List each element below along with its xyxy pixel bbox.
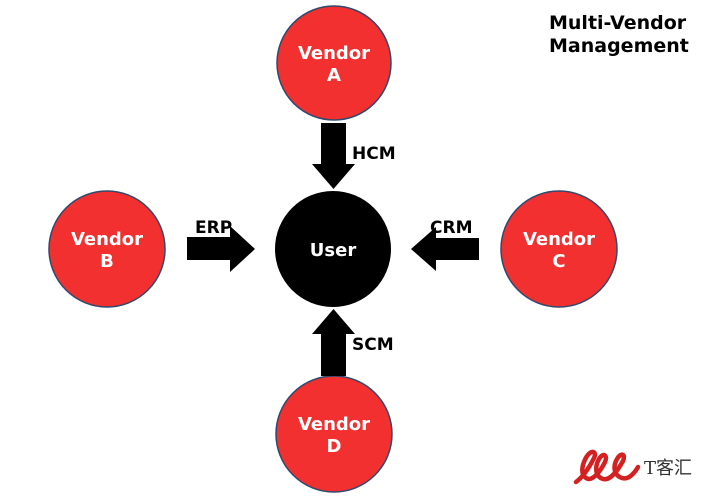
watermark-swirl-icon [573,449,641,485]
vendor-c-label-line2: C [552,251,565,272]
arrow-left-icon [411,227,479,271]
edge-label-hcm: HCM [352,144,396,164]
watermark-text: T客汇 [644,458,692,479]
diagram-title: Multi-Vendor Management [549,12,689,58]
vendor-a-node: Vendor A [276,5,392,121]
arrow-up-icon [312,309,355,376]
vendor-c-node: Vendor C [500,190,618,308]
vendor-a-label-line2: A [327,65,341,86]
title-line-2: Management [549,35,689,57]
vendor-c-label-line1: Vendor [523,229,595,250]
vendor-d-label-line2: D [327,436,342,457]
arrow-right-icon [187,226,255,272]
vendor-d-node: Vendor D [275,375,393,493]
watermark-logo: T客汇 [573,449,692,485]
user-label: User [310,240,357,261]
edge-label-scm: SCM [352,335,394,355]
vendor-a-label-line1: Vendor [298,43,370,64]
arrow-down-icon [312,123,355,189]
vendor-d-label-line1: Vendor [298,414,370,435]
edge-label-erp: ERP [195,218,232,238]
vendor-b-label-line2: B [100,251,114,272]
user-node: User [275,191,391,307]
edge-label-crm: CRM [430,218,472,238]
vendor-b-node: Vendor B [48,190,166,308]
title-line-1: Multi-Vendor [549,12,687,34]
vendor-b-label-line1: Vendor [71,229,143,250]
